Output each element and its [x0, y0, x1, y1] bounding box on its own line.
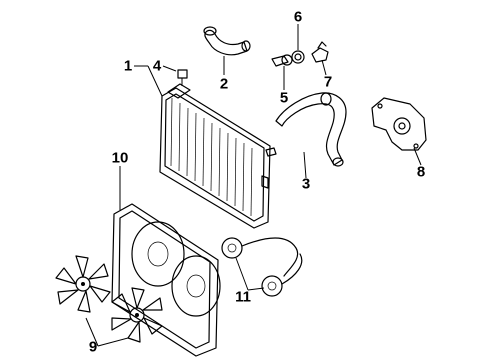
- radiator-cap: [311, 41, 329, 63]
- callout-11: 11: [235, 288, 251, 306]
- callout-4: 4: [152, 57, 162, 75]
- callout-9: 9: [88, 338, 98, 356]
- radiator: [159, 69, 277, 229]
- thermostat-gasket: [291, 50, 305, 64]
- leader-lines: [85, 24, 422, 347]
- callout-5: 5: [279, 89, 289, 107]
- water-outlet: [271, 54, 293, 67]
- callout-8: 8: [416, 163, 426, 181]
- fan-shroud: [111, 203, 221, 357]
- callout-10: 10: [111, 149, 129, 167]
- fan-motor: [221, 237, 303, 297]
- callout-3: 3: [301, 175, 311, 193]
- water-pump: [371, 97, 427, 151]
- callout-6: 6: [293, 8, 303, 26]
- fan-blade: [55, 255, 163, 343]
- callout-2: 2: [219, 75, 229, 93]
- callout-7: 7: [323, 73, 333, 91]
- upper-radiator-hose: [203, 26, 251, 56]
- callout-1: 1: [123, 57, 133, 75]
- lower-radiator-hose: [275, 92, 347, 167]
